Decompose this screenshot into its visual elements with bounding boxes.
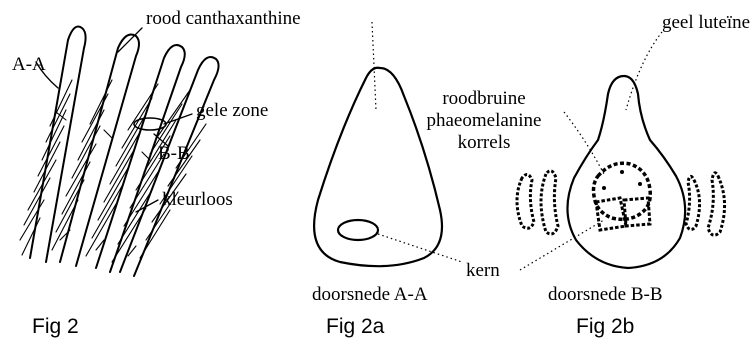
label-doorsnede-bb: doorsnede B-B [548, 284, 663, 305]
label-geel-luteine: geel luteïne [662, 12, 750, 33]
caption-fig2: Fig 2 [32, 315, 79, 338]
section-bb-outline [567, 76, 685, 268]
fig2a-cross-section [314, 22, 462, 266]
label-kern: kern [466, 260, 500, 281]
label-roodbruine: roodbruine [442, 88, 525, 109]
barbules [20, 80, 206, 262]
section-aa-outline [314, 68, 442, 266]
leader-kern-bb [520, 220, 604, 270]
label-gele-zone: gele zone [196, 100, 268, 121]
label-doorsnede-aa: doorsnede A-A [312, 284, 428, 305]
label-bb: B-B [158, 143, 190, 164]
label-aa: A-A [12, 54, 46, 75]
leader-canthaxanthine-aa [372, 22, 376, 110]
label-rood-canthaxanthine: rood canthaxanthine [146, 8, 301, 29]
caption-fig2a: Fig 2a [326, 315, 385, 338]
leader-kern-aa [378, 234, 462, 262]
barb-2 [60, 35, 139, 267]
phaeomelanine-granules [594, 163, 651, 230]
caption-fig2b: Fig 2b [576, 315, 634, 338]
leader-luteine [626, 32, 662, 110]
label-korrels: korrels [458, 132, 511, 153]
kern-aa [338, 220, 378, 240]
fig2b-cross-section [517, 32, 725, 270]
barb-4 [120, 57, 219, 276]
barbule-fragments-right [686, 173, 725, 235]
leader-phaeomelanine [564, 112, 604, 174]
barbule-fragments-left [517, 171, 558, 234]
label-kleurloos: kleurloos [162, 189, 233, 210]
label-phaeomelanine: phaeomelanine [426, 110, 541, 131]
